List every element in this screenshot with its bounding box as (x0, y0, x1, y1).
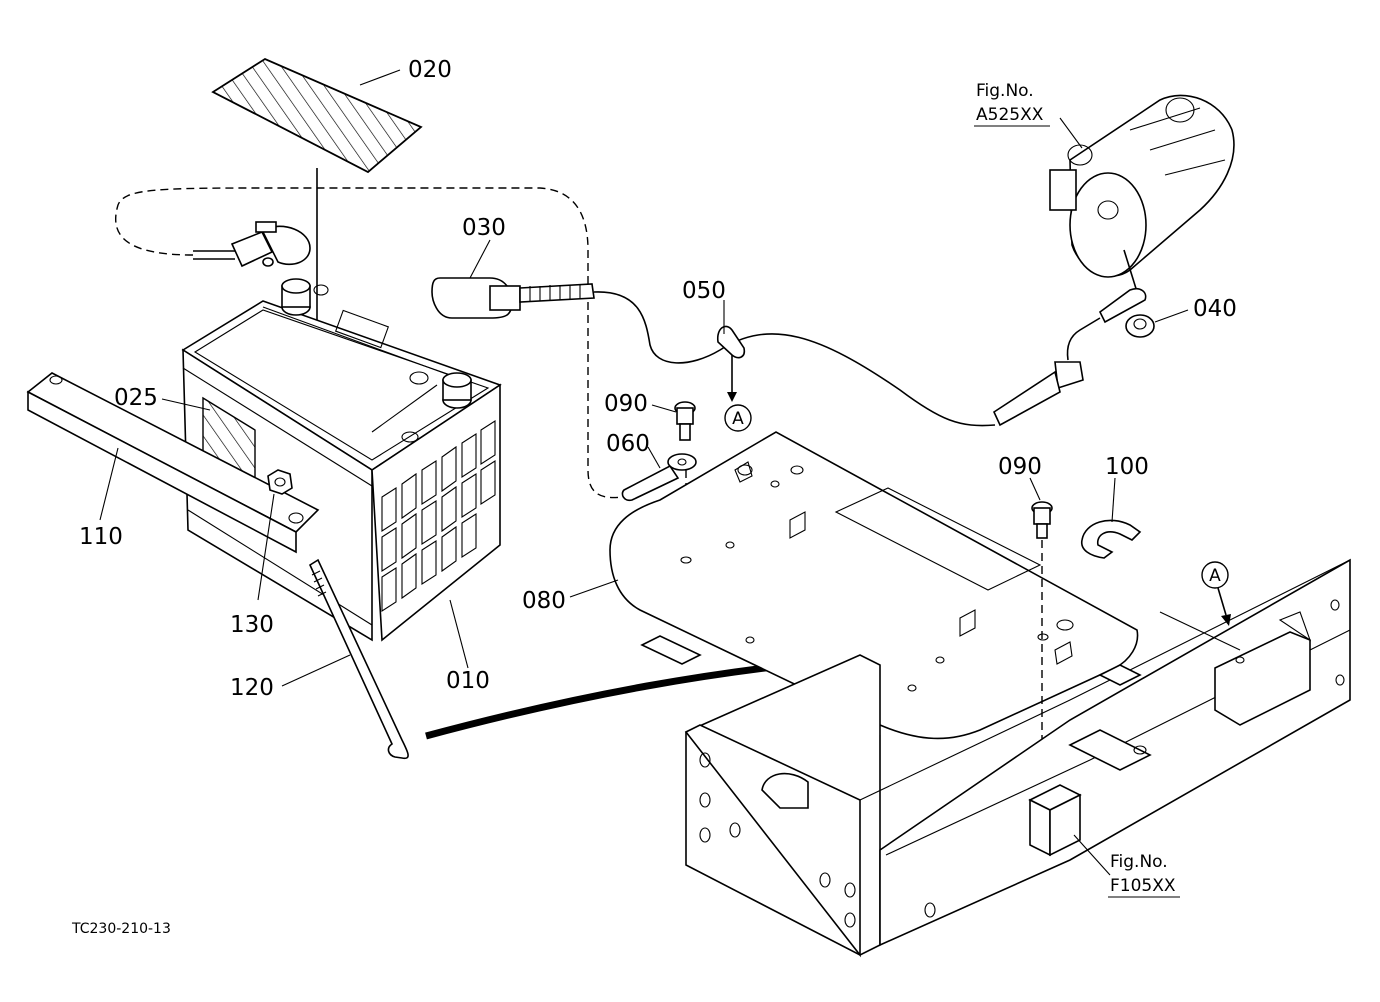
cable-clamp-050 (716, 325, 746, 402)
starter-fig-code: A525XX (976, 105, 1044, 125)
starter-cable-terminal (992, 287, 1155, 427)
part-label-110: 110 (79, 524, 123, 550)
clip-100 (1080, 519, 1142, 559)
hold-down-rod-120 (281, 558, 409, 760)
leader-lines (161, 117, 1189, 876)
tractor-frame (640, 558, 1351, 958)
part-label-050: 050 (682, 278, 726, 304)
bolt-090-right (1031, 501, 1053, 740)
part-label-100: 100 (1105, 454, 1149, 480)
part-label-010: 010 (446, 668, 490, 694)
part-label-080: 080 (522, 588, 566, 614)
drawing-code: TC230-210-13 (71, 921, 171, 937)
starter-motor (1049, 94, 1235, 296)
part-label-020: 020 (408, 57, 452, 83)
marker-a-frame-text: A (1209, 566, 1221, 586)
part-label-040: 040 (1193, 296, 1237, 322)
negative-terminal-clamp (193, 221, 311, 268)
frame-fig-label: Fig.No. (1110, 852, 1168, 872)
hold-down-nut-130 (257, 469, 293, 601)
starter-figure-reference: Fig.No. A525XX (974, 81, 1050, 127)
battery-hold-down-bracket-110 (26, 372, 320, 554)
frame-figure-reference: Fig.No. F105XX (1108, 852, 1180, 898)
bolt-090-left (674, 401, 696, 441)
part-label-090-left: 090 (604, 391, 648, 417)
battery-010 (181, 278, 502, 642)
marker-a-cable-text: A (732, 409, 744, 429)
frame-fig-code: F105XX (1110, 876, 1176, 896)
part-label-120: 120 (230, 675, 274, 701)
negative-cable-path (115, 187, 631, 499)
battery-base-plate-080 (609, 431, 1139, 740)
reference-marker-a-cable: A (724, 404, 752, 432)
starter-fig-label: Fig.No. (976, 81, 1034, 101)
part-label-060: 060 (606, 431, 650, 457)
part-label-130: 130 (230, 612, 274, 638)
part-label-025: 025 (114, 385, 158, 411)
part-label-090-right: 090 (998, 454, 1042, 480)
reference-marker-a-frame: A (1201, 561, 1231, 626)
part-label-030: 030 (462, 215, 506, 241)
battery-label-decal (211, 57, 423, 388)
battery-side-ribs (381, 419, 496, 613)
